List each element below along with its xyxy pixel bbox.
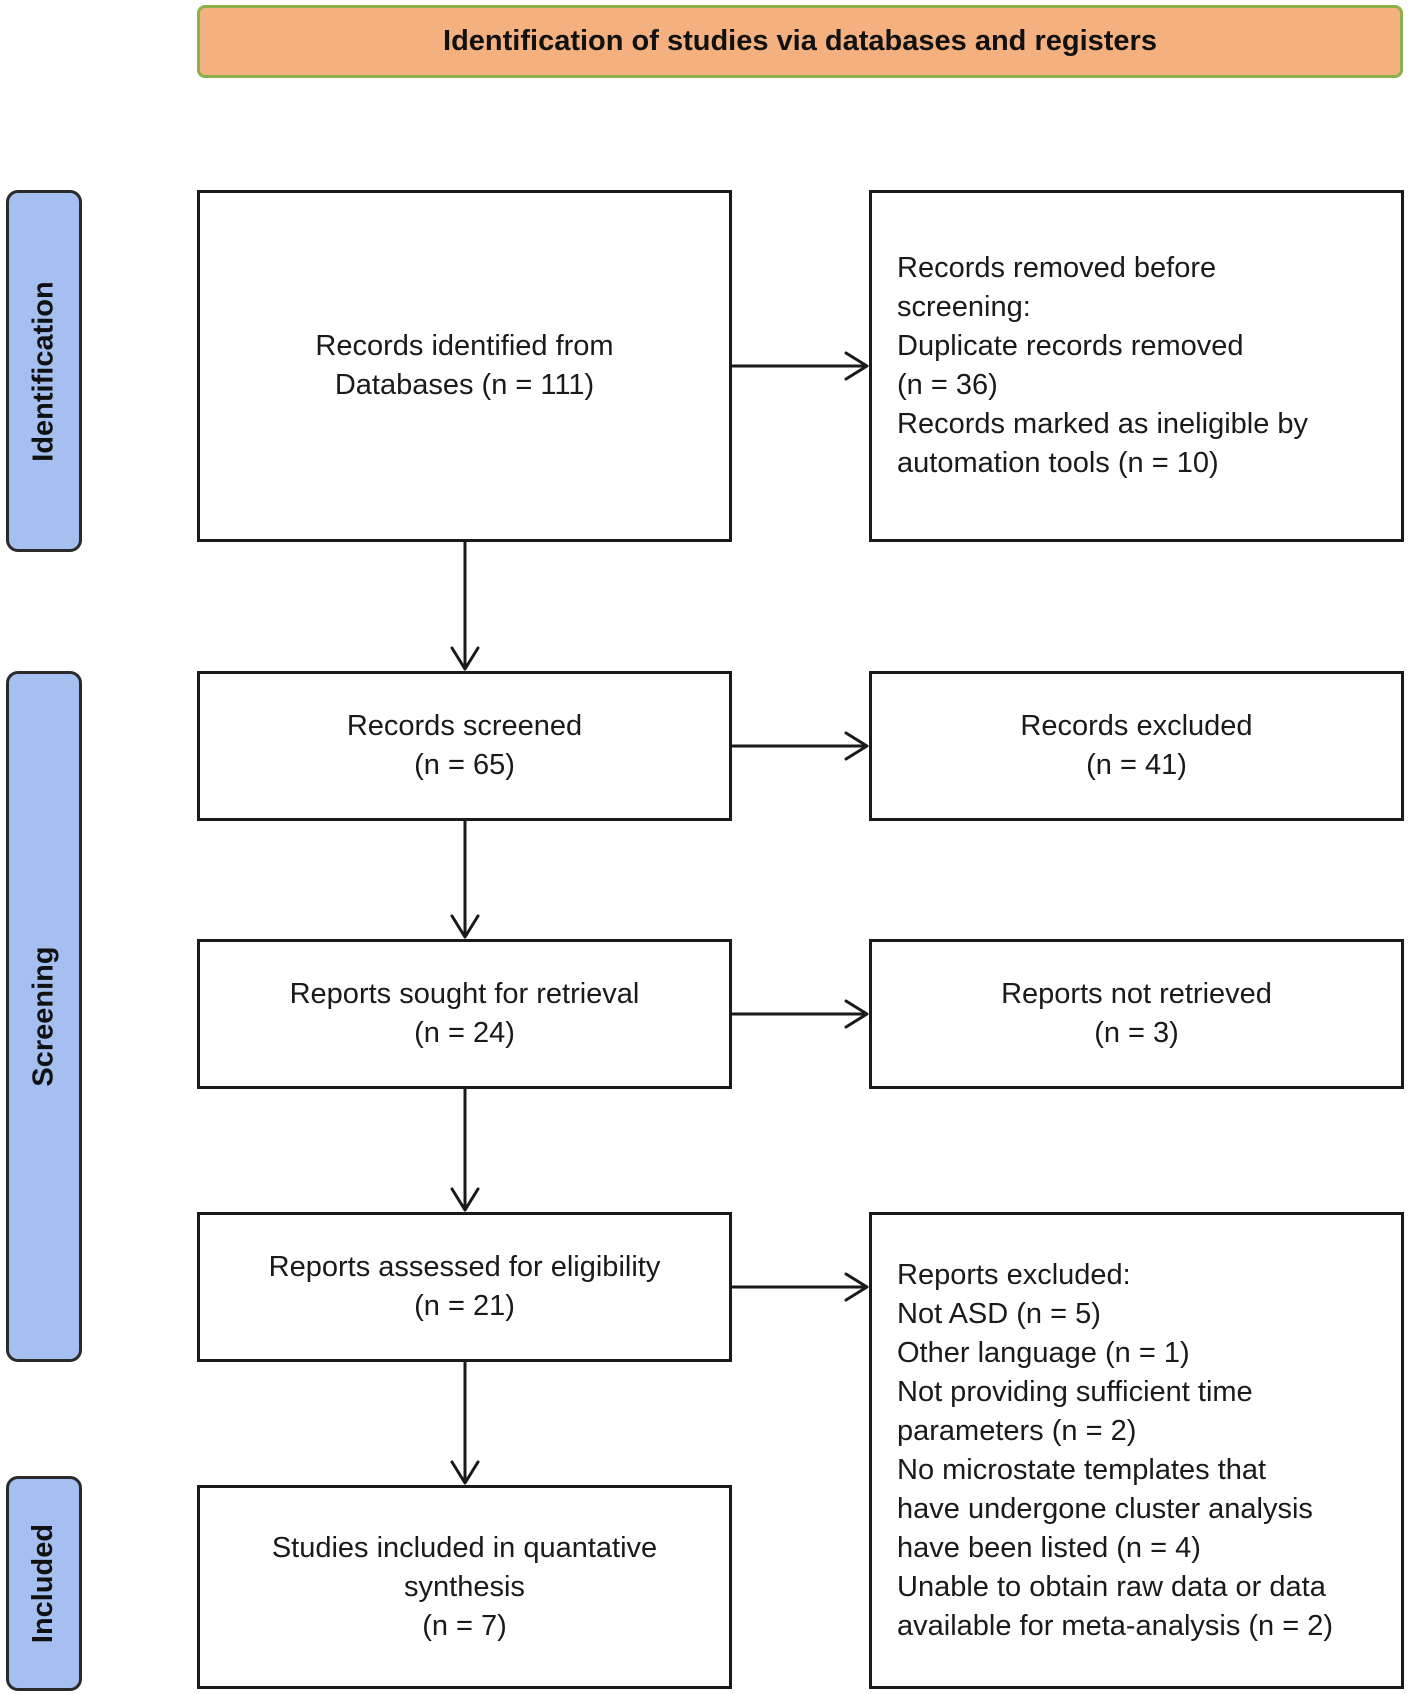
arrow-screened-to-excluded xyxy=(730,731,869,761)
box-records-screened: Records screened (n = 65) xyxy=(197,671,732,821)
box-line: have undergone cluster analysis xyxy=(897,1492,1313,1525)
box-reports-sought: Reports sought for retrieval (n = 24) xyxy=(197,939,732,1089)
box-line: Records marked as ineligible by xyxy=(897,408,1309,440)
box-line: (n = 41) xyxy=(1086,749,1187,781)
box-line: Not providing sufficient time xyxy=(897,1375,1253,1408)
arrow-identified-to-removed xyxy=(730,351,869,381)
phase-screening: Screening xyxy=(6,671,82,1362)
arrow-sought-to-not-retrieved xyxy=(730,999,869,1029)
header-title: Identification of studies via databases … xyxy=(443,25,1157,57)
arrow-assessed-to-included xyxy=(450,1360,480,1485)
box-line: No microstate templates that xyxy=(897,1453,1267,1486)
box-records-excluded: Records excluded (n = 41) xyxy=(869,671,1404,821)
box-records-removed: Records removed before screening: Duplic… xyxy=(869,190,1404,542)
box-line: Databases (n = 111) xyxy=(334,369,595,401)
box-line: parameters (n = 2) xyxy=(897,1414,1137,1447)
box-line: synthesis xyxy=(404,1570,525,1603)
box-line: Studies included in quantative xyxy=(271,1531,658,1564)
arrow-screened-to-sought xyxy=(450,819,480,939)
box-line: Not ASD (n = 5) xyxy=(897,1297,1101,1330)
box-line: have been listed (n = 4) xyxy=(897,1531,1201,1564)
box-line: Reports sought for retrieval xyxy=(289,978,640,1010)
box-line: Records identified from xyxy=(315,330,614,362)
phase-identification: Identification xyxy=(6,190,82,552)
box-line: (n = 7) xyxy=(422,1609,507,1642)
arrow-sought-to-assessed xyxy=(450,1087,480,1212)
box-records-identified: Records identified from Databases (n = 1… xyxy=(197,190,732,542)
box-line: Records screened xyxy=(346,710,583,742)
box-line: Records excluded xyxy=(1020,710,1253,742)
box-line: screening: xyxy=(897,291,1031,323)
box-line: (n = 24) xyxy=(414,1017,515,1049)
box-line: Duplicate records removed xyxy=(897,330,1244,362)
box-reports-not-retrieved: Reports not retrieved (n = 3) xyxy=(869,939,1404,1089)
diagram-header: Identification of studies via databases … xyxy=(197,5,1403,78)
box-line: Reports not retrieved xyxy=(1001,978,1272,1010)
box-reports-assessed: Reports assessed for eligibility (n = 21… xyxy=(197,1212,732,1362)
box-reports-excluded: Reports excluded: Not ASD (n = 5) Other … xyxy=(869,1212,1404,1689)
box-line: Other language (n = 1) xyxy=(897,1336,1190,1369)
arrow-assessed-to-excluded xyxy=(730,1272,869,1302)
arrow-identified-to-screened xyxy=(450,540,480,671)
box-line: (n = 21) xyxy=(414,1290,515,1322)
box-studies-included: Studies included in quantative synthesis… xyxy=(197,1485,732,1689)
box-line: available for meta-analysis (n = 2) xyxy=(897,1609,1334,1642)
box-line: (n = 3) xyxy=(1094,1017,1179,1049)
phase-included: Included xyxy=(6,1476,82,1691)
box-line: (n = 36) xyxy=(897,369,998,401)
box-line: Reports assessed for eligibility xyxy=(268,1251,661,1283)
box-line: automation tools (n = 10) xyxy=(897,447,1219,479)
box-line: Unable to obtain raw data or data xyxy=(897,1570,1326,1603)
box-line: (n = 65) xyxy=(414,749,515,781)
box-line: Records removed before xyxy=(897,252,1217,284)
box-line: Reports excluded: xyxy=(897,1258,1131,1291)
